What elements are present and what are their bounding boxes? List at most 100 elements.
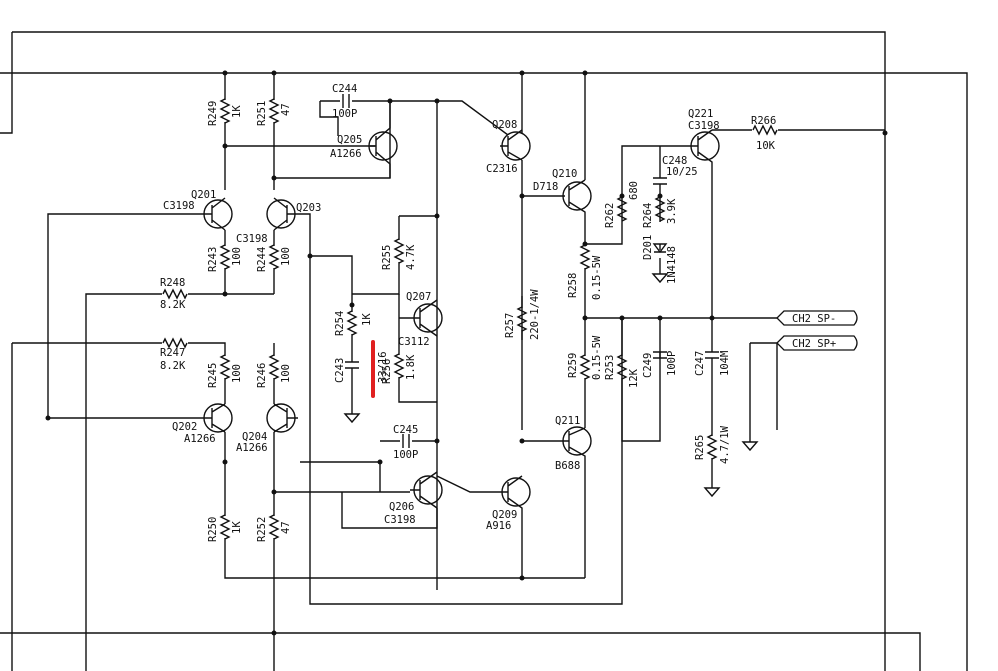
r249-resistor <box>220 98 230 124</box>
svg-text:CH2 SP+: CH2 SP+ <box>792 338 836 350</box>
svg-text:1.8K: 1.8K <box>405 354 417 380</box>
svg-text:B688: B688 <box>555 460 580 472</box>
r266-resistor <box>752 125 778 135</box>
svg-text:R258: R258 <box>567 273 579 298</box>
driver-lower <box>341 471 531 578</box>
svg-text:R245: R245 <box>207 363 219 388</box>
svg-text:C3198: C3198 <box>384 514 416 526</box>
svg-text:100P: 100P <box>332 108 357 120</box>
svg-text:D201: D201 <box>642 235 654 260</box>
board-frame <box>0 31 968 671</box>
svg-text:R255: R255 <box>381 245 393 270</box>
input-pair-upper <box>47 197 623 671</box>
svg-text:Q202: Q202 <box>172 421 197 433</box>
svg-text:C243: C243 <box>334 358 346 383</box>
svg-text:Q221: Q221 <box>688 108 713 120</box>
svg-text:4.7K: 4.7K <box>405 244 417 270</box>
svg-text:R257: R257 <box>504 313 516 338</box>
r248-resistor <box>162 289 188 299</box>
svg-text:1N4148: 1N4148 <box>666 246 678 284</box>
svg-text:100P: 100P <box>393 449 418 461</box>
svg-text:C2316: C2316 <box>486 163 518 175</box>
svg-text:R248: R248 <box>160 277 185 289</box>
svg-text:C3198: C3198 <box>688 120 720 132</box>
svg-text:10/25: 10/25 <box>666 166 698 178</box>
input-pair-lower <box>12 342 585 671</box>
q211-transistor <box>522 426 592 578</box>
svg-text:C248: C248 <box>662 155 687 167</box>
svg-text:1K: 1K <box>231 105 243 118</box>
svg-text:Q206: Q206 <box>389 501 414 513</box>
terminal-sp-plus: CH2 SP+ <box>776 335 858 351</box>
svg-text:R250: R250 <box>207 517 219 542</box>
svg-text:0.15-5W: 0.15-5W <box>591 255 603 300</box>
svg-text:Q204: Q204 <box>242 431 267 443</box>
svg-text:C3198: C3198 <box>163 200 195 212</box>
svg-text:R259: R259 <box>567 353 579 378</box>
c247-capacitor <box>704 351 720 359</box>
r256-resistor <box>394 353 404 379</box>
svg-text:R247: R247 <box>160 347 185 359</box>
ground-symbol <box>344 407 360 423</box>
r252-resistor <box>269 514 279 540</box>
svg-text:100: 100 <box>280 364 292 383</box>
svg-text:8.2K: 8.2K <box>160 299 186 311</box>
svg-text:220-1/4W: 220-1/4W <box>529 289 541 340</box>
svg-text:8.2K: 8.2K <box>160 360 186 372</box>
svg-text:R264: R264 <box>642 203 654 228</box>
svg-text:C244: C244 <box>332 83 357 95</box>
svg-text:CH2 SP-: CH2 SP- <box>792 313 836 325</box>
svg-text:1K: 1K <box>231 521 243 534</box>
svg-text:Q207: Q207 <box>406 291 431 303</box>
svg-text:680: 680 <box>628 181 640 200</box>
svg-text:A1266: A1266 <box>236 442 268 454</box>
svg-text:C245: C245 <box>393 424 418 436</box>
svg-text:R252: R252 <box>256 517 268 542</box>
svg-text:R251: R251 <box>256 101 268 126</box>
c248-capacitor <box>652 177 668 185</box>
r259-resistor <box>580 354 590 380</box>
svg-text:47: 47 <box>280 103 292 116</box>
svg-text:100: 100 <box>231 247 243 266</box>
junction-dots <box>45 70 888 636</box>
svg-text:0.15-5W: 0.15-5W <box>591 335 603 380</box>
svg-text:Q203: Q203 <box>296 202 321 214</box>
ground-symbol <box>704 481 720 497</box>
svg-text:A1266: A1266 <box>330 148 362 160</box>
r265-resistor <box>707 434 717 460</box>
svg-text:100P: 100P <box>666 351 678 376</box>
c245-capacitor <box>402 433 410 449</box>
r246-resistor <box>269 354 279 380</box>
svg-text:C3198: C3198 <box>236 233 268 245</box>
r264-resistor <box>655 196 665 222</box>
ground-symbol <box>742 435 758 451</box>
c244-capacitor <box>342 93 350 109</box>
svg-text:D718: D718 <box>533 181 558 193</box>
svg-text:Q211: Q211 <box>555 415 580 427</box>
svg-text:Q205: Q205 <box>337 134 362 146</box>
svg-text:R265: R265 <box>694 435 706 460</box>
r253-resistor <box>617 354 627 380</box>
svg-text:Q209: Q209 <box>492 509 517 521</box>
svg-text:R256: R256 <box>381 359 393 384</box>
svg-text:33/16: 33/16 <box>377 351 389 383</box>
svg-text:10K: 10K <box>756 140 776 152</box>
svg-text:R254: R254 <box>334 311 346 336</box>
svg-text:C3112: C3112 <box>398 336 430 348</box>
r245-resistor <box>220 354 230 380</box>
svg-text:R266: R266 <box>751 115 776 127</box>
svg-text:C247: C247 <box>694 351 706 376</box>
r251-resistor <box>269 98 279 124</box>
svg-text:1K: 1K <box>361 313 373 326</box>
terminal-sp-minus: CH2 SP- <box>776 310 858 326</box>
q205-transistor <box>368 101 398 178</box>
r243-resistor <box>220 244 230 270</box>
svg-text:104M: 104M <box>719 351 731 376</box>
svg-text:12K: 12K <box>628 368 640 388</box>
r250-resistor <box>220 514 230 540</box>
vertical-component-labels: R249 1K R251 47 R243 100 R244 100 R255 4… <box>207 101 731 542</box>
svg-text:C249: C249 <box>642 353 654 378</box>
svg-text:R243: R243 <box>207 247 219 272</box>
svg-text:R246: R246 <box>256 363 268 388</box>
r262-resistor <box>617 196 627 222</box>
